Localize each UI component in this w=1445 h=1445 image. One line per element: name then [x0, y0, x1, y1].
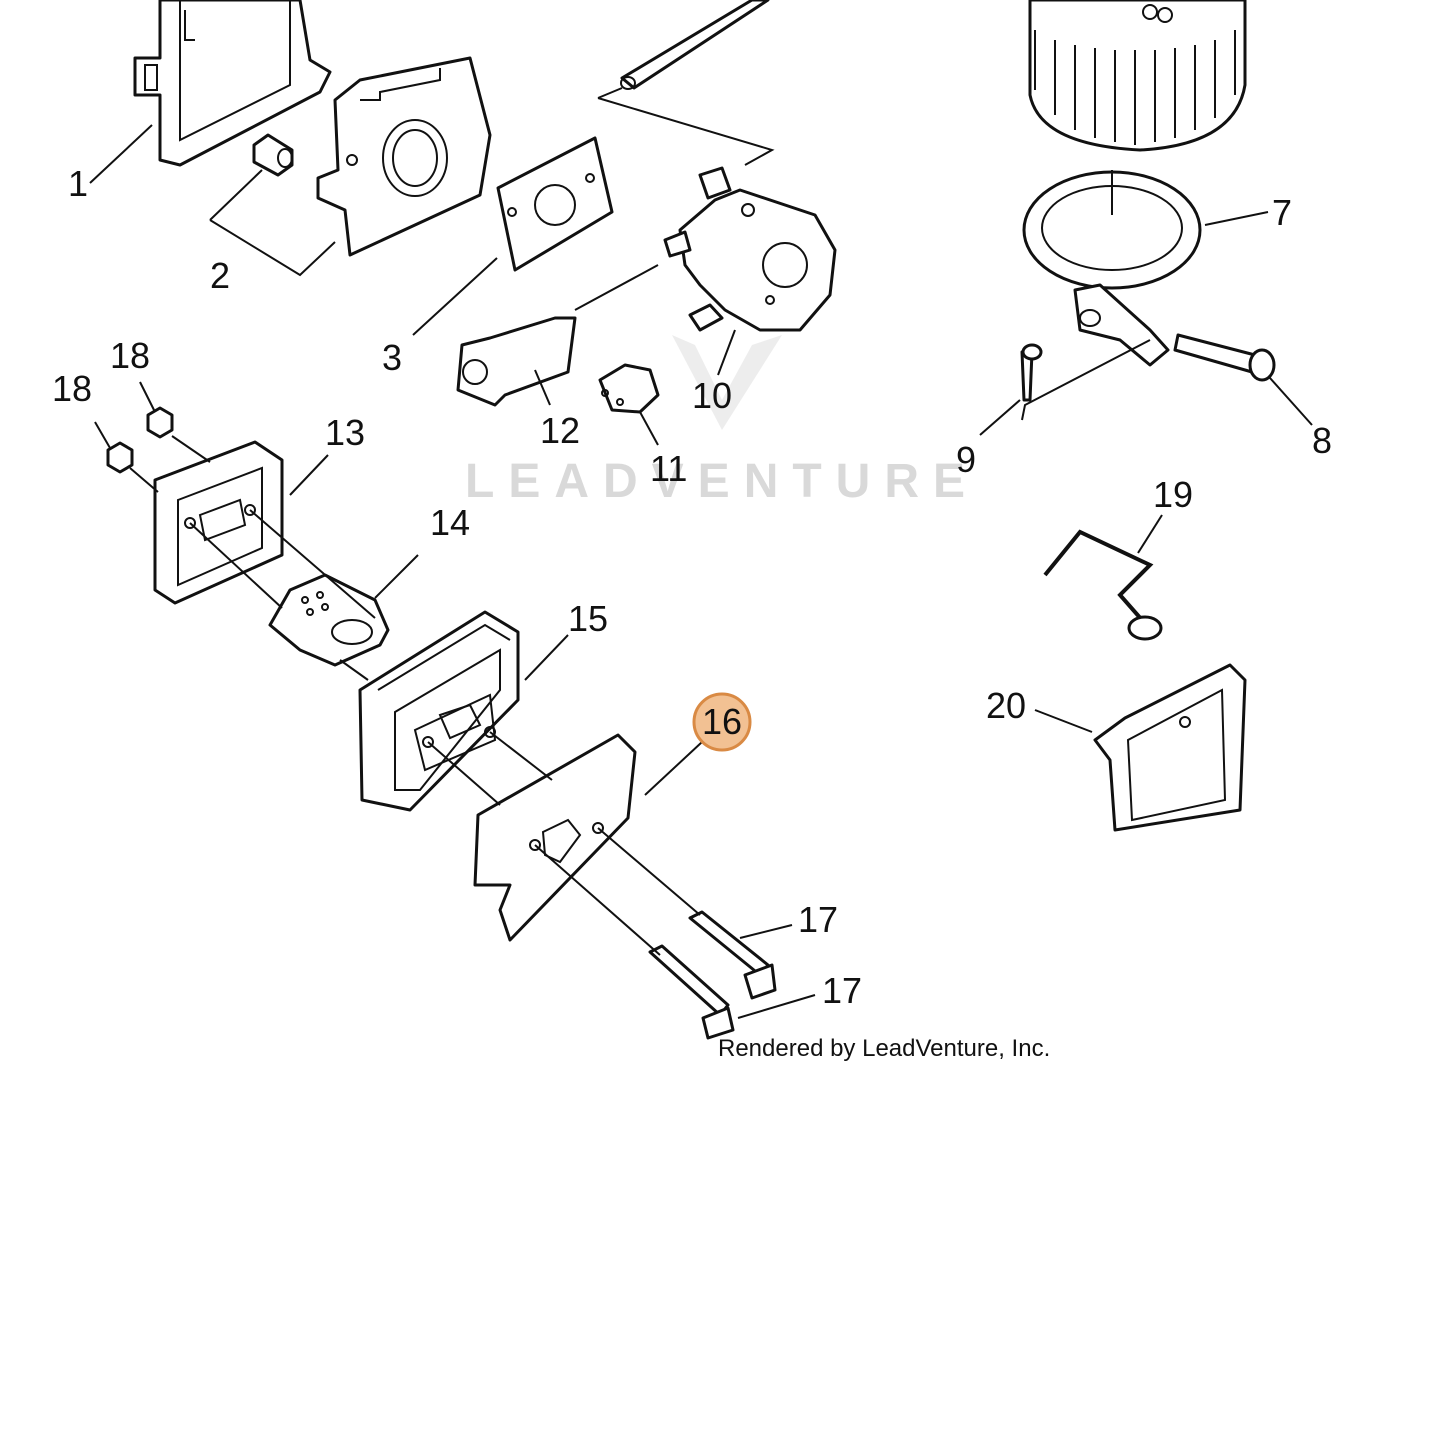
cover-plate [1093, 663, 1247, 832]
filter-base [1022, 170, 1202, 367]
callout-16-highlight [692, 692, 752, 752]
air-filter [1028, 0, 1247, 152]
carburetor [663, 166, 837, 332]
callout-20: 20 [986, 685, 1026, 726]
wire-spring [1043, 529, 1163, 641]
callout-19: 19 [1153, 474, 1193, 515]
heat-shield-gasket [473, 733, 637, 942]
callout-14: 14 [430, 502, 470, 543]
callout-13: 13 [325, 412, 365, 453]
render-credit: Rendered by LeadVenture, Inc. [718, 1035, 1050, 1062]
callout-3: 3 [382, 337, 402, 378]
nut-upper [146, 406, 174, 439]
fuel-line [620, 0, 770, 90]
callout-12: 12 [540, 410, 580, 451]
callout-8: 8 [1312, 420, 1332, 461]
callout-1: 1 [68, 163, 88, 204]
callout-16: 16 [702, 701, 742, 742]
callout-11: 11 [650, 448, 687, 489]
callout-7: 7 [1272, 192, 1292, 233]
callout-17-upper: 17 [798, 899, 838, 940]
nut-lower [106, 441, 134, 474]
gasket [496, 136, 614, 272]
callout-2: 2 [210, 255, 230, 296]
screw-long [1173, 333, 1276, 382]
leader-lines [89, 87, 1313, 1019]
carb-mount-plate [316, 56, 492, 257]
watermark-text: LEADVENTURE [465, 455, 979, 508]
bolt-lower [648, 944, 735, 1040]
callout-18-upper: 18 [110, 335, 150, 376]
spark-screen [268, 573, 390, 667]
callout-9: 9 [956, 439, 976, 480]
fitting [252, 133, 294, 177]
air-housing-frame [133, 0, 332, 167]
watermark-logo [672, 335, 782, 430]
callout-18-lower: 18 [52, 368, 92, 409]
callout-10: 10 [692, 375, 732, 416]
callout-labels: 1 2 3 7 8 9 10 11 12 13 14 15 16 17 17 1… [52, 163, 1332, 1011]
callout-15: 15 [568, 598, 608, 639]
screw-small [1020, 343, 1043, 402]
muffler [358, 610, 520, 812]
callout-17-lower: 17 [822, 970, 862, 1011]
spark-arrestor-frame [153, 440, 284, 605]
intake-boot [456, 316, 577, 407]
grommet [598, 363, 660, 414]
